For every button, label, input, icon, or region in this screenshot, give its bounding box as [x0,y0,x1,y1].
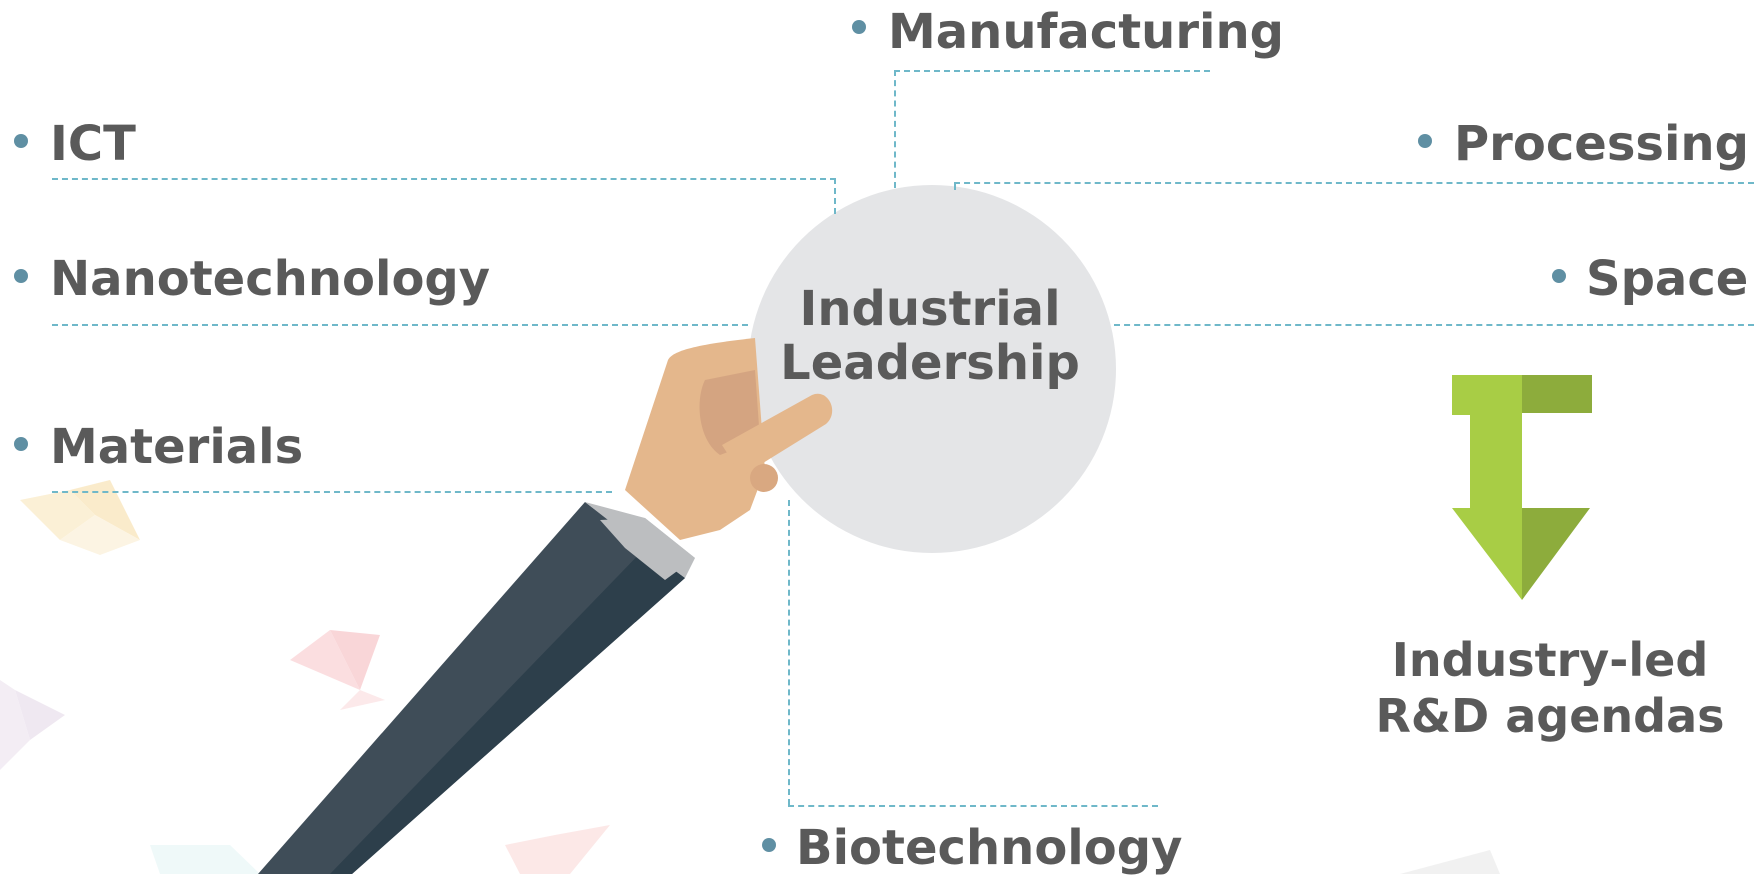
topic-materials: Materials [50,419,304,475]
connector-ict-v [834,178,836,214]
center-circle [748,185,1116,553]
bullet-icon [14,134,28,148]
topic-biotechnology: Biotechnology [796,820,1183,876]
bullet-icon [14,437,28,451]
side-note-line1: Industry-led [1391,633,1709,687]
bullet-icon [14,269,28,283]
topic-nanotechnology: Nanotechnology [50,251,491,307]
connector-manufacturing-v [894,70,896,188]
origami-bird-teal-icon [150,845,260,874]
center-title-line2: Leadership [780,335,1080,391]
side-note: Industry-led R&D agendas [1340,632,1754,744]
topic-manufacturing: Manufacturing [888,4,1284,60]
bullet-icon [1418,134,1432,148]
connector-processing-h [954,182,1754,184]
side-note-line2: R&D agendas [1375,689,1725,743]
connector-space-h [1114,324,1754,326]
origami-bird-purple-icon [0,680,65,770]
origami-bird-pink-icon [290,630,385,710]
hand-icon [625,338,833,540]
down-arrow-icon [1452,375,1592,600]
connector-materials-h [52,491,612,493]
bullet-icon [1552,269,1566,283]
topic-ict: ICT [50,116,136,172]
bullet-icon [852,20,866,34]
topic-processing: Processing [1454,116,1749,172]
connector-processing-v [954,182,956,190]
origami-bird-pink-small-icon [505,825,610,874]
topic-space: Space [1586,251,1749,307]
connector-biotechnology-v [788,500,790,805]
connector-biotechnology-h [788,805,1158,807]
connector-nanotechnology-h [52,324,748,326]
origami-bird-grey-icon [1400,850,1500,874]
connector-ict-h [52,178,836,180]
center-title: Industrial Leadership [740,282,1120,390]
center-title-line1: Industrial [799,281,1061,337]
arm-sleeve-icon [258,502,695,874]
origami-bird-yellow-icon [20,480,140,555]
bullet-icon [762,838,776,852]
connector-manufacturing-h [894,70,1210,72]
